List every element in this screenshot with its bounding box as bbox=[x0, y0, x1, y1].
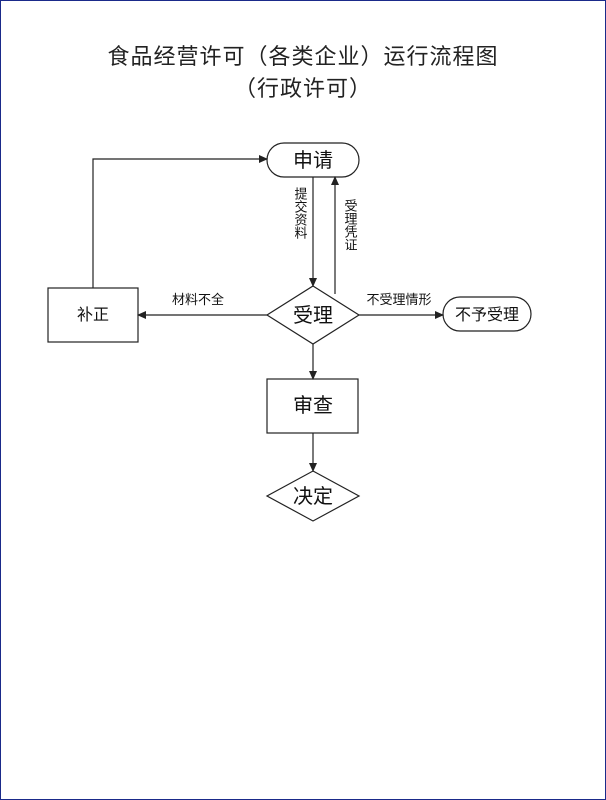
node-decide bbox=[265, 470, 361, 522]
edge-correct-to-apply bbox=[92, 155, 268, 288]
node-correct-label: 补正 bbox=[77, 305, 109, 324]
node-apply-label: 申请 bbox=[293, 148, 333, 172]
chart-subtitle: （行政许可） bbox=[233, 77, 372, 102]
chart-title: 食品经营许可（各类企业）运行流程图 bbox=[107, 45, 499, 70]
edge-label-incomplete-materials: 材料不全 bbox=[172, 292, 224, 308]
node-correct bbox=[47, 287, 139, 343]
edge-label-non-acceptance: 不受理情形 bbox=[366, 293, 431, 308]
node-decide-label: 决定 bbox=[293, 484, 333, 508]
edge-label-acceptance-certificate: 受理凭证 bbox=[342, 199, 358, 251]
edge-label-submit-materials: 提交资料 bbox=[292, 186, 308, 239]
node-reject-label: 不予受理 bbox=[455, 305, 519, 324]
node-accept-label: 受理 bbox=[293, 303, 333, 327]
node-review-label: 审查 bbox=[293, 393, 333, 417]
